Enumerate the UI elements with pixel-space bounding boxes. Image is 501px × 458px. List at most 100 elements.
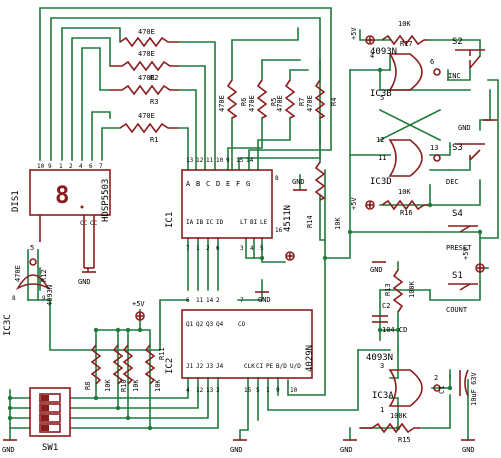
- svg-text:LT: LT: [240, 219, 248, 226]
- svg-text:11: 11: [206, 157, 214, 164]
- svg-text:R1: R1: [150, 136, 158, 144]
- gnd-symbol-r15: GND: [340, 439, 357, 454]
- svg-text:Q3: Q3: [206, 321, 214, 328]
- svg-text:9: 9: [226, 157, 230, 164]
- svg-text:12: 12: [376, 136, 384, 144]
- svg-text:1: 1: [196, 245, 200, 252]
- dis-pin-d: 2: [69, 163, 73, 170]
- gnd-symbol-ic2: GND: [230, 439, 247, 454]
- svg-text:14: 14: [246, 157, 254, 164]
- svg-text:100K: 100K: [390, 412, 408, 420]
- ic2-part: 4029N: [305, 345, 315, 372]
- gate-ic3a: 3 1 2 4093N IC3A: [366, 353, 441, 414]
- svg-text:13: 13: [430, 144, 438, 152]
- svg-text:+5V: +5V: [132, 300, 145, 308]
- display-part: HDSP5503: [101, 179, 111, 222]
- svg-text:470E: 470E: [138, 50, 155, 58]
- resistor-r3: 470E R3: [110, 74, 178, 106]
- svg-text:Q2: Q2: [196, 321, 204, 328]
- svg-text:CLK: CLK: [244, 363, 255, 370]
- junction-dots: [7, 67, 483, 431]
- resistor-r-top: 470E: [119, 28, 178, 48]
- svg-text:GND: GND: [340, 446, 353, 454]
- resistor-r11: 10K R11: [144, 344, 166, 392]
- s4-name: S4: [452, 209, 463, 219]
- svg-text:470E: 470E: [306, 95, 314, 112]
- svg-text:4093N: 4093N: [46, 285, 54, 306]
- dis-pin-c: 1: [59, 163, 63, 170]
- svg-text:8: 8: [12, 295, 16, 302]
- gnd-symbol-display: GND: [78, 271, 96, 286]
- resistor-r1: 470E R1: [119, 112, 178, 144]
- resistor-r13: R13 100K: [384, 269, 416, 313]
- resistor-r10: R10: [112, 344, 128, 392]
- svg-text:GND: GND: [78, 278, 91, 286]
- s1-name: S1: [452, 271, 463, 281]
- svg-text:R16: R16: [400, 209, 413, 217]
- svg-text:13: 13: [186, 157, 194, 164]
- dip-switch-sw1[interactable]: SW1: [29, 387, 71, 453]
- vcc-symbol-pulldown: +5V: [132, 300, 145, 321]
- resistor-r2: 470E R2: [110, 50, 178, 82]
- svg-text:100K: 100K: [408, 280, 416, 298]
- resistor-r6: 470E R6: [218, 79, 248, 119]
- s2-name: S2: [452, 37, 463, 47]
- dis-pin-f: 6: [89, 163, 93, 170]
- switch-s4-preset[interactable]: S4 PRESET: [446, 209, 478, 252]
- dis-pin-dp: 5: [30, 244, 34, 252]
- svg-text:6: 6: [186, 297, 190, 304]
- svg-text:3: 3: [380, 362, 384, 370]
- switch-s1-count[interactable]: S1 COUNT: [446, 271, 478, 314]
- svg-text:8: 8: [275, 175, 279, 182]
- display-name: DIS1: [11, 190, 21, 212]
- resistor-r15: 100K R15: [360, 412, 420, 444]
- svg-text:13: 13: [206, 387, 214, 394]
- ic1-part: 4511N: [283, 205, 293, 232]
- svg-text:R12: R12: [40, 269, 48, 282]
- svg-text:PE: PE: [266, 363, 274, 370]
- dis-pin-b: 9: [48, 163, 52, 170]
- vcc-symbol-right: +5V: [462, 247, 485, 273]
- svg-text:12: 12: [196, 157, 204, 164]
- svg-text:7: 7: [240, 297, 244, 304]
- vcc-symbol-ic1: [285, 251, 295, 261]
- sw1-label: SW1: [42, 443, 58, 453]
- svg-text:10K: 10K: [398, 188, 411, 196]
- svg-text:GND: GND: [230, 446, 243, 454]
- gnd-symbol-sw1: GND: [2, 439, 17, 454]
- vcc-symbol-r16: +5V: [350, 197, 375, 210]
- svg-text:3: 3: [240, 245, 244, 252]
- svg-text:R13: R13: [384, 283, 392, 296]
- svg-text:10K: 10K: [398, 20, 411, 28]
- resistor-r4: 470E R4: [306, 79, 338, 119]
- svg-text:15: 15: [244, 387, 252, 394]
- display-digit: 8: [55, 181, 69, 209]
- svg-text:1: 1: [380, 406, 384, 414]
- svg-text:4: 4: [186, 387, 190, 394]
- svg-text:F: F: [236, 180, 240, 188]
- svg-text:BI: BI: [250, 219, 258, 226]
- svg-text:GND: GND: [2, 446, 15, 454]
- svg-text:B/D: B/D: [276, 363, 287, 370]
- s2-label: INC: [448, 72, 461, 80]
- svg-text:J1: J1: [186, 363, 194, 370]
- switch-s2-inc[interactable]: S2 INC: [448, 37, 485, 80]
- svg-text:GND: GND: [462, 446, 475, 454]
- svg-text:+5V: +5V: [350, 27, 358, 40]
- gnd-symbol-ic2-co: GND: [255, 291, 271, 304]
- svg-text:470E: 470E: [138, 112, 155, 120]
- capacitor-c1: C1 10uF 63V: [438, 369, 478, 406]
- resistor-r5: 470E R5: [248, 79, 278, 119]
- s1-label: COUNT: [446, 306, 468, 314]
- svg-text:C1: C1: [438, 386, 446, 394]
- svg-text:4: 4: [370, 52, 374, 60]
- svg-text:2: 2: [216, 297, 220, 304]
- svg-text:10K: 10K: [132, 379, 140, 392]
- svg-text:C2: C2: [382, 302, 390, 310]
- svg-text:+5V: +5V: [462, 247, 470, 260]
- gate-ic3c: IC3C 4093N 470E R12 8 9: [3, 258, 54, 336]
- svg-text:R4: R4: [330, 98, 338, 106]
- switch-s3-dec[interactable]: S3 DEC: [446, 143, 485, 186]
- gnd-symbol-switches: GND: [458, 119, 497, 132]
- ic2-name: IC2: [165, 358, 175, 374]
